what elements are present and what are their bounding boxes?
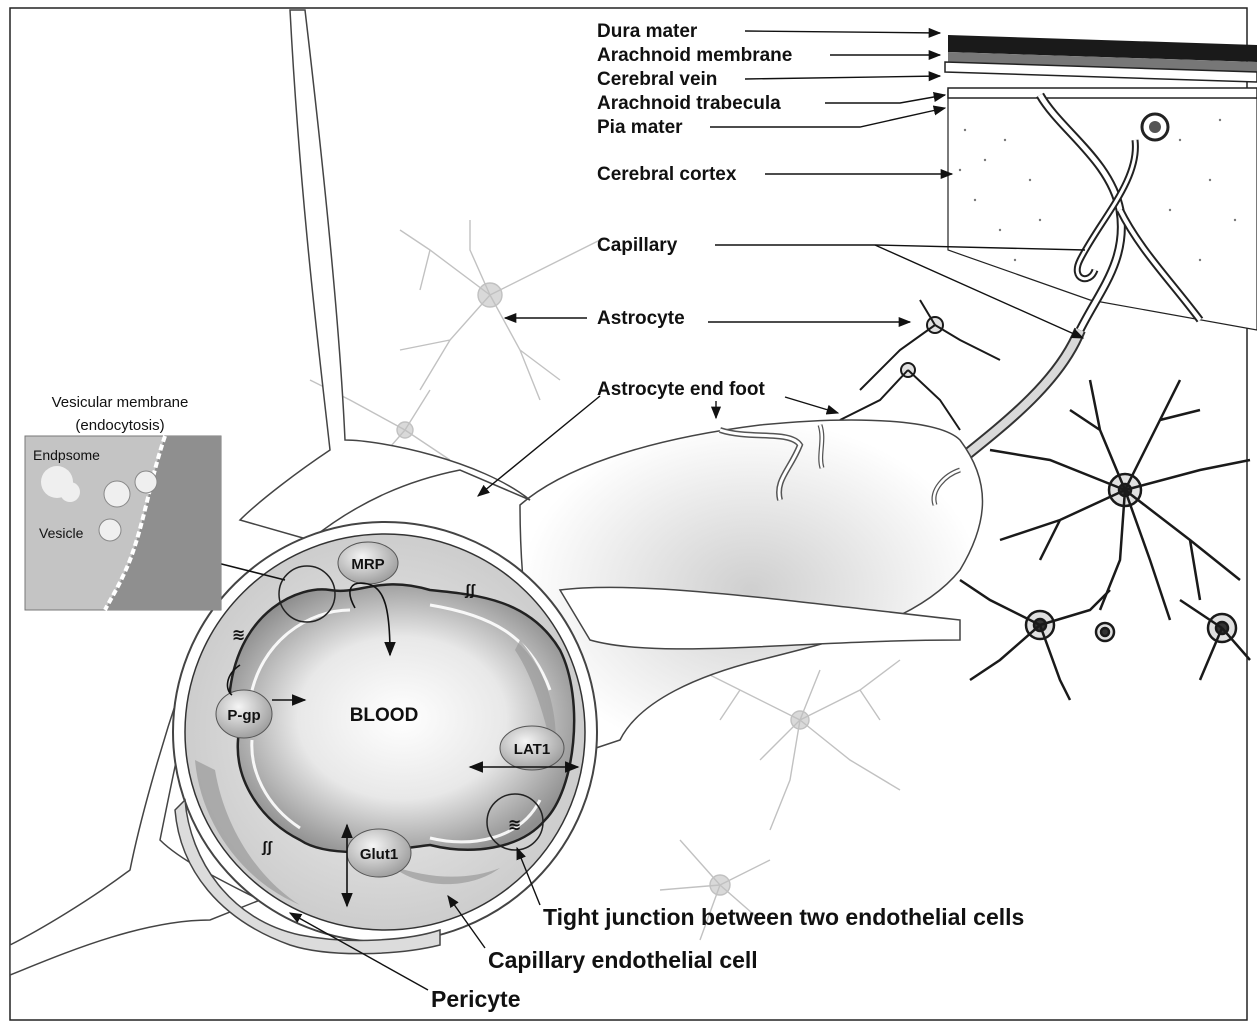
label-capillary-endothelial-cell: Capillary endothelial cell (488, 947, 758, 973)
label-capillary: Capillary (597, 235, 678, 256)
svg-text:MRP: MRP (351, 556, 384, 573)
tight-junction-glyph-3: ʃʃ (464, 582, 476, 599)
label-pia-mater: Pia mater (597, 117, 683, 138)
svg-text:LAT1: LAT1 (514, 741, 550, 758)
mrp-transporter: MRP (338, 542, 398, 584)
blood-label: BLOOD (350, 705, 419, 726)
label-dura-mater: Dura mater (597, 21, 698, 42)
label-arachnoid-trabecula: Arachnoid trabecula (597, 93, 781, 114)
glut1-transporter: Glut1 (347, 829, 411, 877)
vesicular-membrane-subtitle: (endocytosis) (75, 417, 164, 434)
label-astrocyte-end-foot: Astrocyte end foot (597, 379, 766, 400)
label-arachnoid-membrane: Arachnoid membrane (597, 45, 792, 66)
endosome-label: Endpsome (33, 447, 100, 463)
pgp-transporter: P-gp (216, 690, 272, 738)
label-astrocyte: Astrocyte (597, 308, 685, 329)
label-cerebral-cortex: Cerebral cortex (597, 164, 737, 185)
vesicle-label: Vesicle (39, 525, 84, 541)
pia-mater-layer (948, 88, 1257, 98)
lat1-transporter: LAT1 (500, 726, 564, 770)
label-tight-junction: Tight junction between two endothelial c… (543, 904, 1024, 930)
vesicular-membrane-title: Vesicular membrane (52, 394, 189, 411)
tight-junction-glyph-2: ≋ (232, 627, 245, 644)
tight-junction-glyph-1: ≋ (508, 817, 521, 834)
svg-text:Glut1: Glut1 (360, 846, 398, 863)
tight-junction-glyph-4: ʃʃ (261, 839, 273, 856)
label-cerebral-vein: Cerebral vein (597, 69, 717, 90)
svg-text:P-gp: P-gp (227, 707, 260, 724)
label-pericyte: Pericyte (431, 986, 521, 1012)
